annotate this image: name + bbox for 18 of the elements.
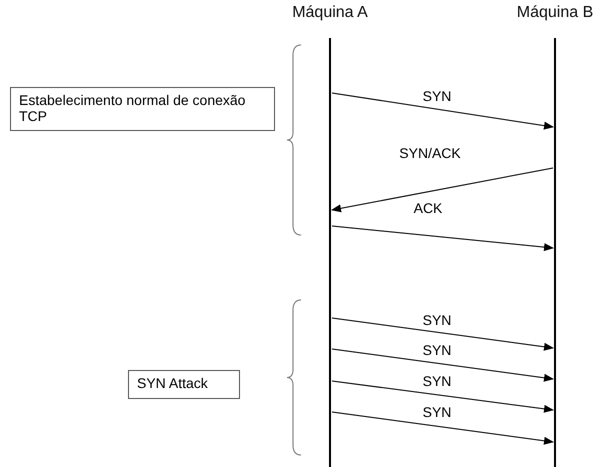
message-arrow — [332, 92, 554, 130]
note-box: SYN Attack — [128, 370, 240, 399]
message-label: SYN — [420, 312, 454, 328]
message-label: SYN — [420, 404, 454, 420]
message-arrow — [332, 412, 554, 445]
machine-label: Máquina A — [291, 4, 369, 22]
message-label: SYN — [420, 88, 454, 104]
message-label: ACK — [412, 200, 444, 216]
message-label: SYN — [420, 373, 454, 389]
message-arrow — [331, 168, 554, 212]
message-arrow — [332, 318, 554, 351]
message-arrow — [332, 380, 554, 413]
message-arrow — [332, 226, 554, 252]
machine-label: Máquina B — [516, 4, 594, 22]
note-box: Estabelecimento normal de conexão TCP — [10, 87, 275, 131]
message-label: SYN/ACK — [397, 145, 463, 161]
message-arrow — [332, 348, 554, 382]
message-label: SYN — [420, 342, 454, 358]
